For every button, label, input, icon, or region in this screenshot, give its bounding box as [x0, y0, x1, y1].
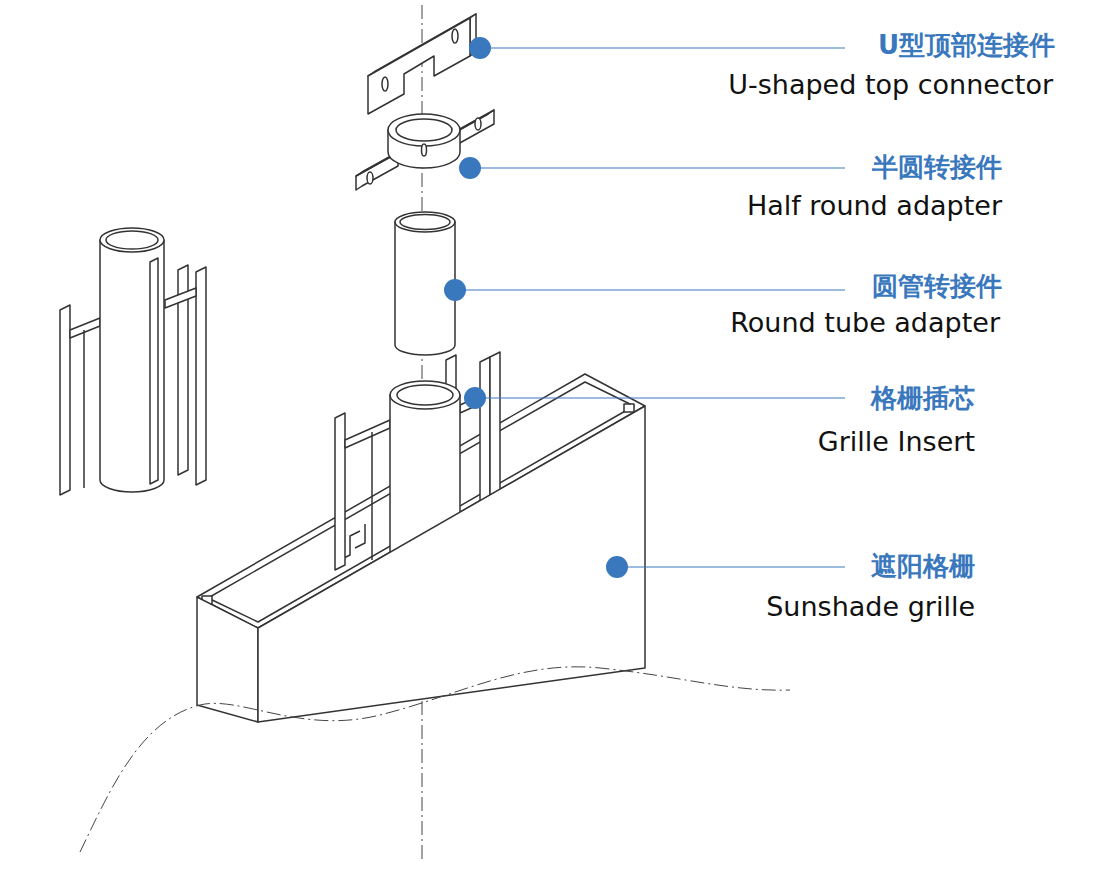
- part-name-zh: 圆管转接件: [872, 271, 1002, 302]
- part-name-zh: U型顶部连接件: [878, 30, 1055, 61]
- u-connector: [368, 14, 476, 114]
- part-name-zh: 遮阳格栅: [871, 551, 975, 582]
- round-tube: [395, 212, 455, 355]
- part-name-en: Sunshade grille: [766, 591, 975, 623]
- part-name-en: Round tube adapter: [730, 307, 1000, 339]
- part-name-en: Grille Insert: [818, 426, 975, 458]
- half-round-adapter: [356, 110, 494, 190]
- part-name-en: Half round adapter: [747, 190, 1002, 222]
- break-line: [80, 667, 790, 852]
- part-name-zh: 格栅插芯: [871, 383, 975, 414]
- grille-faces: [197, 406, 645, 722]
- part-name-en: U-shaped top connector: [728, 69, 1053, 101]
- part-name-zh: 半圆转接件: [872, 152, 1002, 183]
- insert-detail: [60, 228, 206, 495]
